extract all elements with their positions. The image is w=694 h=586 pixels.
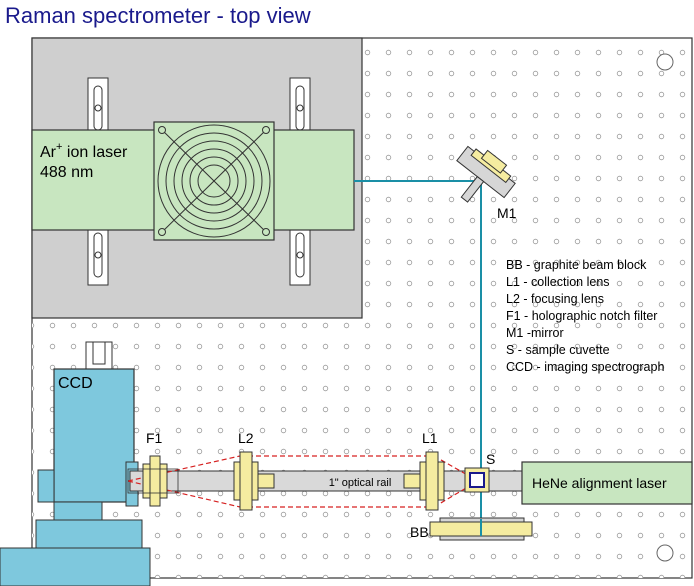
notch-filter-f1 — [127, 455, 179, 507]
hene-label: HeNe alignment laser — [532, 475, 667, 491]
legend-item: CCD - imaging spectrograph — [506, 360, 664, 374]
l2-label: L2 — [238, 430, 254, 446]
laser-name: Ar+ ion laser — [40, 141, 128, 161]
mounting-hole-icon — [656, 544, 674, 562]
diagram-title: Raman spectrometer - top view — [5, 3, 311, 28]
legend-item: L1 - collection lens — [506, 275, 610, 289]
l1-label: L1 — [422, 430, 438, 446]
clamp-icon — [87, 77, 109, 139]
ccd-label: CCD — [58, 375, 93, 392]
hene-laser — [521, 461, 693, 505]
laser-wavelength: 488 nm — [40, 164, 93, 181]
collection-lens-l1 — [403, 451, 445, 511]
focusing-lens-l2 — [233, 451, 275, 511]
clamp-icon — [289, 77, 311, 139]
sample-cuvette — [464, 467, 490, 493]
mounting-hole-icon — [656, 53, 674, 71]
beam-block-bb — [429, 517, 533, 541]
mirror-m1-icon — [456, 145, 516, 203]
clamp-icon — [289, 224, 311, 286]
legend-item: BB - graphite beam block — [506, 258, 647, 272]
optical-rail-label: 1" optical rail — [329, 477, 392, 489]
legend: BB - graphite beam block L1 - collection … — [506, 258, 664, 374]
s-label: S — [486, 451, 495, 467]
fan-icon — [153, 121, 275, 241]
clamp-icon — [87, 224, 109, 286]
legend-item: L2 - focusing lens — [506, 292, 604, 306]
m1-label: M1 — [497, 205, 517, 221]
bb-label: BB — [410, 524, 429, 540]
legend-item: S - sample cuvette — [506, 343, 610, 357]
legend-item: F1 - holographic notch filter — [506, 309, 657, 323]
f1-label: F1 — [146, 430, 163, 446]
legend-item: M1 -mirror — [506, 326, 564, 340]
